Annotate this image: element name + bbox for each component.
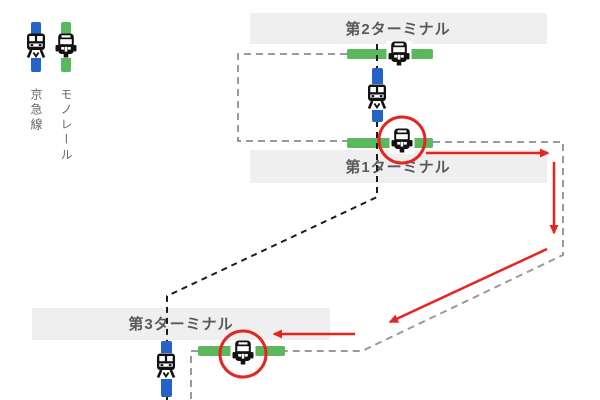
terminal-3-monorail-train-icon (230, 340, 256, 366)
legend-monorail-label: モノレール (59, 88, 73, 163)
transfer-highlight-circle-terminal-1 (377, 115, 427, 165)
legend-monorail-train-icon (55, 33, 77, 58)
terminal-3-label: 第3ターミナル (128, 315, 233, 333)
walkway-path-terminal3-south (190, 350, 198, 400)
terminal-1-banner-bg (250, 150, 547, 183)
terminal-3-keikyu-train-icon (153, 353, 179, 379)
terminal-1-banner: 第1ターミナル (250, 150, 547, 183)
walkway-path-terminal1-terminal3 (285, 141, 564, 352)
legend-keikyu-train-icon (25, 33, 47, 59)
terminal-2-monorail-train-icon (386, 41, 412, 67)
terminal-1-monorail-train-icon (389, 128, 415, 154)
keikyu-line-path (166, 44, 378, 400)
keikyu-train-icon-between-terminals (364, 84, 390, 110)
terminal-2-label: 第2ターミナル (345, 20, 450, 38)
terminal-1-label: 第1ターミナル (345, 158, 450, 176)
transfer-highlight-circle-terminal-3 (218, 329, 268, 379)
terminal-2-banner-bg (250, 13, 547, 44)
transfer-arrow-southwest (388, 247, 548, 324)
legend-keikyu-line-label: 京急線 (29, 88, 43, 133)
walkway-path-terminal2-loop (237, 53, 347, 142)
terminal-2-banner: 第2ターミナル (250, 13, 547, 44)
